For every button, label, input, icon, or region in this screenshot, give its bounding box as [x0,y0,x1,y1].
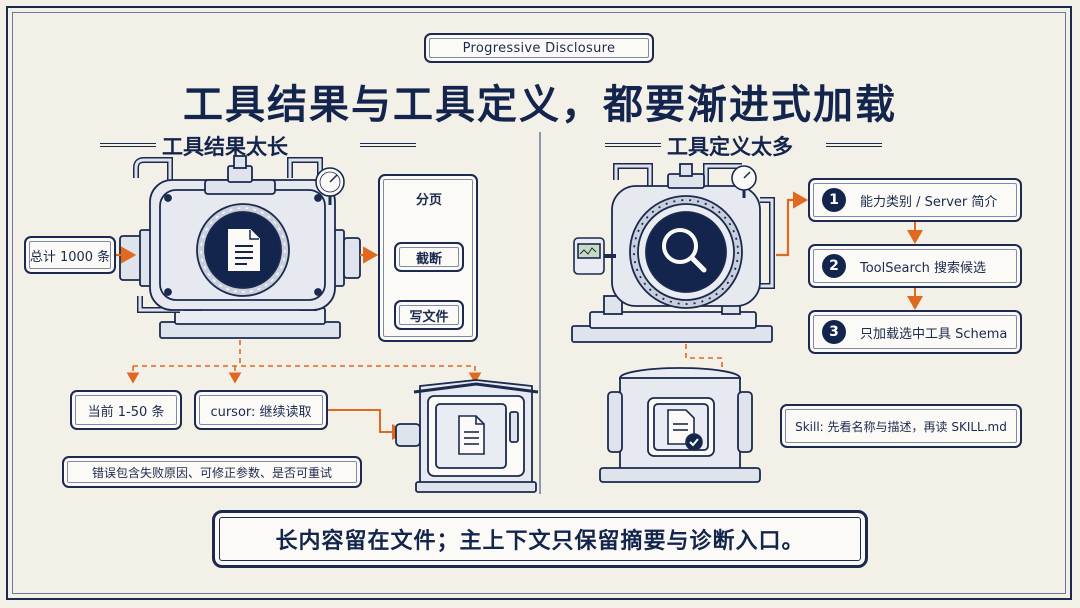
current-page-box: 当前 1-50 条 [70,390,182,430]
cursor-box: cursor: 继续读取 [194,390,328,430]
step-label: ToolSearch 搜索候选 [860,260,987,276]
step-label: 能力类别 / Server 简介 [860,194,998,210]
digital-gauge-icon [573,237,616,275]
left-title-deco-right [360,143,416,151]
left-section-title: 工具结果太长 [162,135,288,159]
pressure-gauge-icon [315,167,345,205]
summary-banner: 长内容留在文件；主上下文只保留摘要与诊断入口。 [212,510,868,568]
total-count-box: 总计 1000 条 [24,236,116,274]
error-note-box: 错误包含失败原因、可修正参数、是否可重试 [62,456,362,488]
right-title-deco-right [826,143,882,151]
right-title-deco-left [605,143,661,151]
step-load-schema: 3 只加载选中工具 Schema [808,310,1022,354]
step-number-badge: 2 [822,254,846,278]
step-pagination: 分页 [415,192,442,208]
step-toolsearch: 2 ToolSearch 搜索候选 [808,244,1022,288]
step-label: 只加载选中工具 Schema [860,326,1008,342]
right-section-title: 工具定义太多 [667,135,793,159]
document-icon [228,229,260,271]
step-number-badge: 3 [822,320,846,344]
outer-frame [6,6,1072,600]
left-title-deco-left [100,143,156,151]
arrow-machine-to-step1 [776,191,809,257]
header-tag: Progressive Disclosure [424,33,654,63]
skill-note-box: Skill: 先看名称与描述，再读 SKILL.md [780,404,1022,448]
arrow-cursor-to-storage [328,409,406,440]
dashed-distribution-line [133,340,475,367]
magnifier-icon [662,228,707,273]
pressure-gauge-icon [731,165,757,198]
dashed-machine-to-tank [685,344,723,370]
page-title: 工具结果与工具定义，都要渐进式加载 [183,82,897,128]
step-write-file: 写文件 [394,300,464,330]
document-check-icon [667,409,703,451]
step-number-badge: 1 [822,188,846,212]
step-capability-category: 1 能力类别 / Server 简介 [808,178,1022,222]
inner-frame [12,12,1066,594]
right-search-machine [571,163,775,343]
document-icon [458,415,485,455]
step-truncate: 截断 [394,242,464,272]
